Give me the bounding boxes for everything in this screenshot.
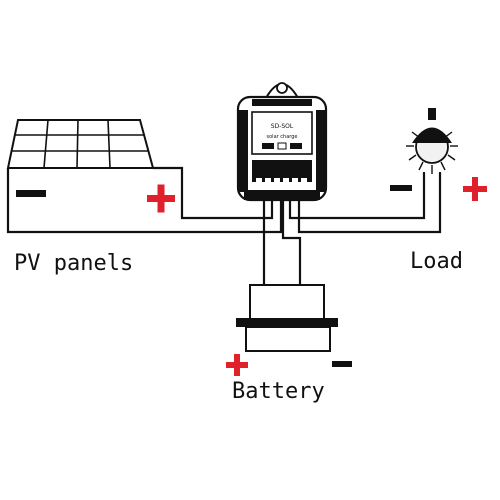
- battery-wiring: [262, 200, 302, 285]
- load-wiring: [288, 172, 442, 234]
- battery-positive-mark: [226, 354, 248, 376]
- pv-wiring: [6, 166, 274, 234]
- lamp-icon: [406, 108, 458, 174]
- pv-positive-mark: [147, 184, 175, 213]
- solar-panel-icon: [6, 119, 155, 169]
- battery-label: Battery: [232, 379, 325, 404]
- controller-subtitle-text: solar charge: [267, 134, 298, 140]
- pv-panels-label: PV panels: [14, 251, 133, 276]
- charge-controller: SD-SOL solar charge: [236, 82, 328, 202]
- pv-negative-mark: [16, 190, 46, 197]
- controller-model-text: SD-SOL: [271, 123, 294, 130]
- battery-negative-mark: [332, 361, 352, 367]
- load-negative-mark: [390, 185, 412, 191]
- load-label: Load: [410, 249, 463, 274]
- battery-icon: [236, 284, 338, 352]
- load-positive-mark: [463, 177, 487, 201]
